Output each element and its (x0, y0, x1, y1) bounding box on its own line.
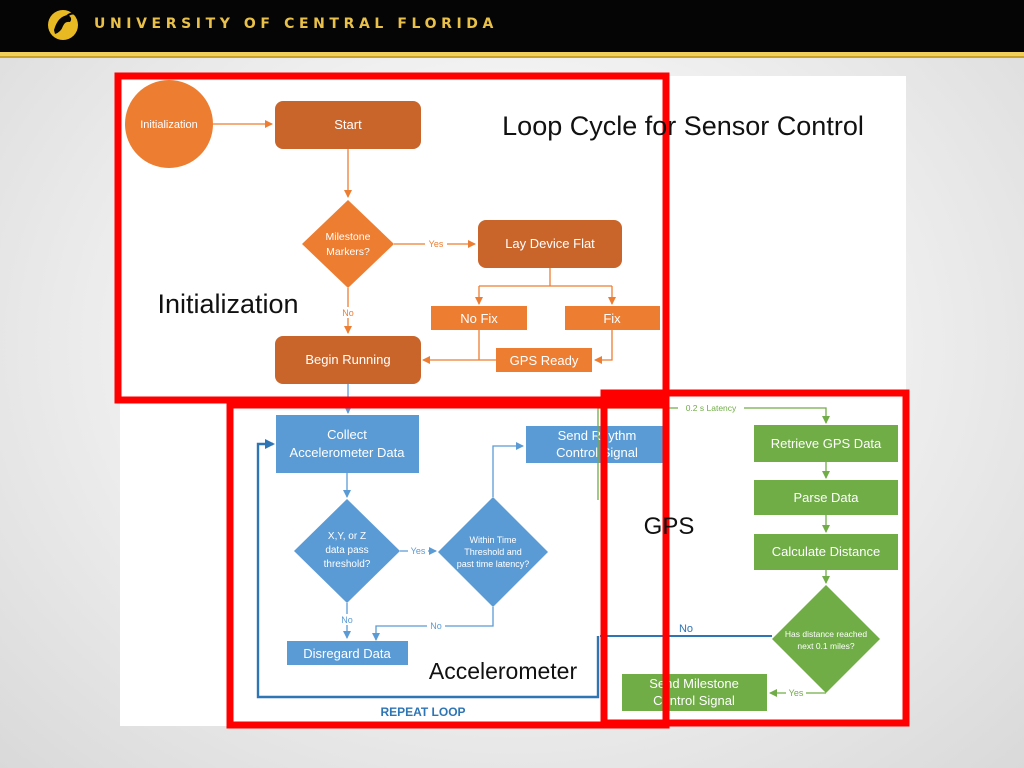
collect-accel-label-2: Accelerometer Data (290, 445, 406, 460)
init-circle-label: Initialization (140, 119, 197, 131)
gps-ready-node (496, 348, 592, 372)
within-time-decision (438, 497, 548, 607)
collect-accel-node (276, 415, 419, 473)
send-milestone-label-1: Send Milestone (649, 676, 739, 691)
section-label-accelerometer: Accelerometer (429, 658, 578, 684)
section-label-initialization: Initialization (157, 289, 298, 319)
edge-label-no-xyz: No (341, 615, 353, 625)
calc-distance-label: Calculate Distance (772, 544, 880, 559)
edge-label-yes-distance: Yes (789, 688, 804, 698)
within-time-label-1: Within Time (469, 535, 516, 545)
lay-device-flat-node (478, 220, 622, 268)
edge-label-yes-xyz: Yes (411, 546, 426, 556)
milestone-decision (302, 200, 394, 288)
gps-ready-label: GPS Ready (510, 353, 579, 368)
disregard-node (287, 641, 408, 665)
xyz-label-2: data pass (325, 545, 368, 556)
edge-label-no-within: No (430, 621, 442, 631)
section-label-gps: GPS (644, 513, 695, 540)
no-fix-node (431, 306, 527, 330)
edge-label-no-distance: No (679, 623, 693, 635)
start-node (275, 101, 421, 149)
within-time-label-2: Threshold and (464, 547, 522, 557)
milestone-label-2: Markers? (326, 246, 370, 258)
retrieve-gps-label: Retrieve GPS Data (771, 436, 882, 451)
milestone-label-1: Milestone (326, 231, 371, 243)
edge-label-yes-milestone: Yes (429, 239, 444, 249)
edge-within-rhythm (492, 442, 524, 497)
distance-label-2: next 0.1 miles? (797, 641, 854, 651)
begin-running-node (275, 336, 421, 384)
fix-label: Fix (603, 311, 621, 326)
init-circle (125, 80, 213, 168)
university-name: UNIVERSITY OF CENTRAL FLORIDA (94, 16, 498, 32)
gps-section-box (600, 389, 910, 727)
fix-node (565, 306, 660, 330)
parse-data-label: Parse Data (793, 490, 859, 505)
within-time-label-3: past time latency? (457, 559, 530, 569)
initialization-section-box (114, 72, 670, 404)
collect-accel-label-1: Collect (327, 427, 367, 442)
send-rhythm-label-2: Control Signal (556, 445, 638, 460)
send-milestone-node (622, 674, 767, 711)
distance-label-1: Has distance reached (785, 629, 867, 639)
no-fix-label: No Fix (460, 311, 498, 326)
distance-decision (772, 585, 880, 693)
calc-distance-node (754, 534, 898, 570)
edge-label-no-milestone: No (342, 308, 354, 318)
pegasus-logo-icon (48, 10, 78, 40)
repeat-loop-path (256, 439, 600, 699)
retrieve-gps-node (754, 425, 898, 462)
xyz-threshold-decision (294, 499, 400, 603)
xyz-label-3: threshold? (324, 559, 371, 570)
xyz-label-1: X,Y, or Z (328, 531, 366, 542)
send-rhythm-label-1: Send Rhythm (558, 428, 637, 443)
start-node-label: Start (334, 117, 362, 132)
send-milestone-label-2: Control Signal (653, 693, 735, 708)
edge-label-latency: 0.2 s Latency (686, 403, 737, 413)
header-stripe (0, 52, 1024, 56)
begin-running-label: Begin Running (305, 352, 390, 367)
parse-data-node (754, 480, 898, 515)
disregard-label: Disregard Data (303, 646, 391, 661)
edge-fix-gpsready (594, 330, 613, 364)
repeat-loop-label: REPEAT LOOP (380, 705, 465, 719)
lay-device-flat-label: Lay Device Flat (505, 236, 595, 251)
accelerometer-section-box (226, 401, 670, 729)
diagram-title: Loop Cycle for Sensor Control (502, 111, 864, 141)
